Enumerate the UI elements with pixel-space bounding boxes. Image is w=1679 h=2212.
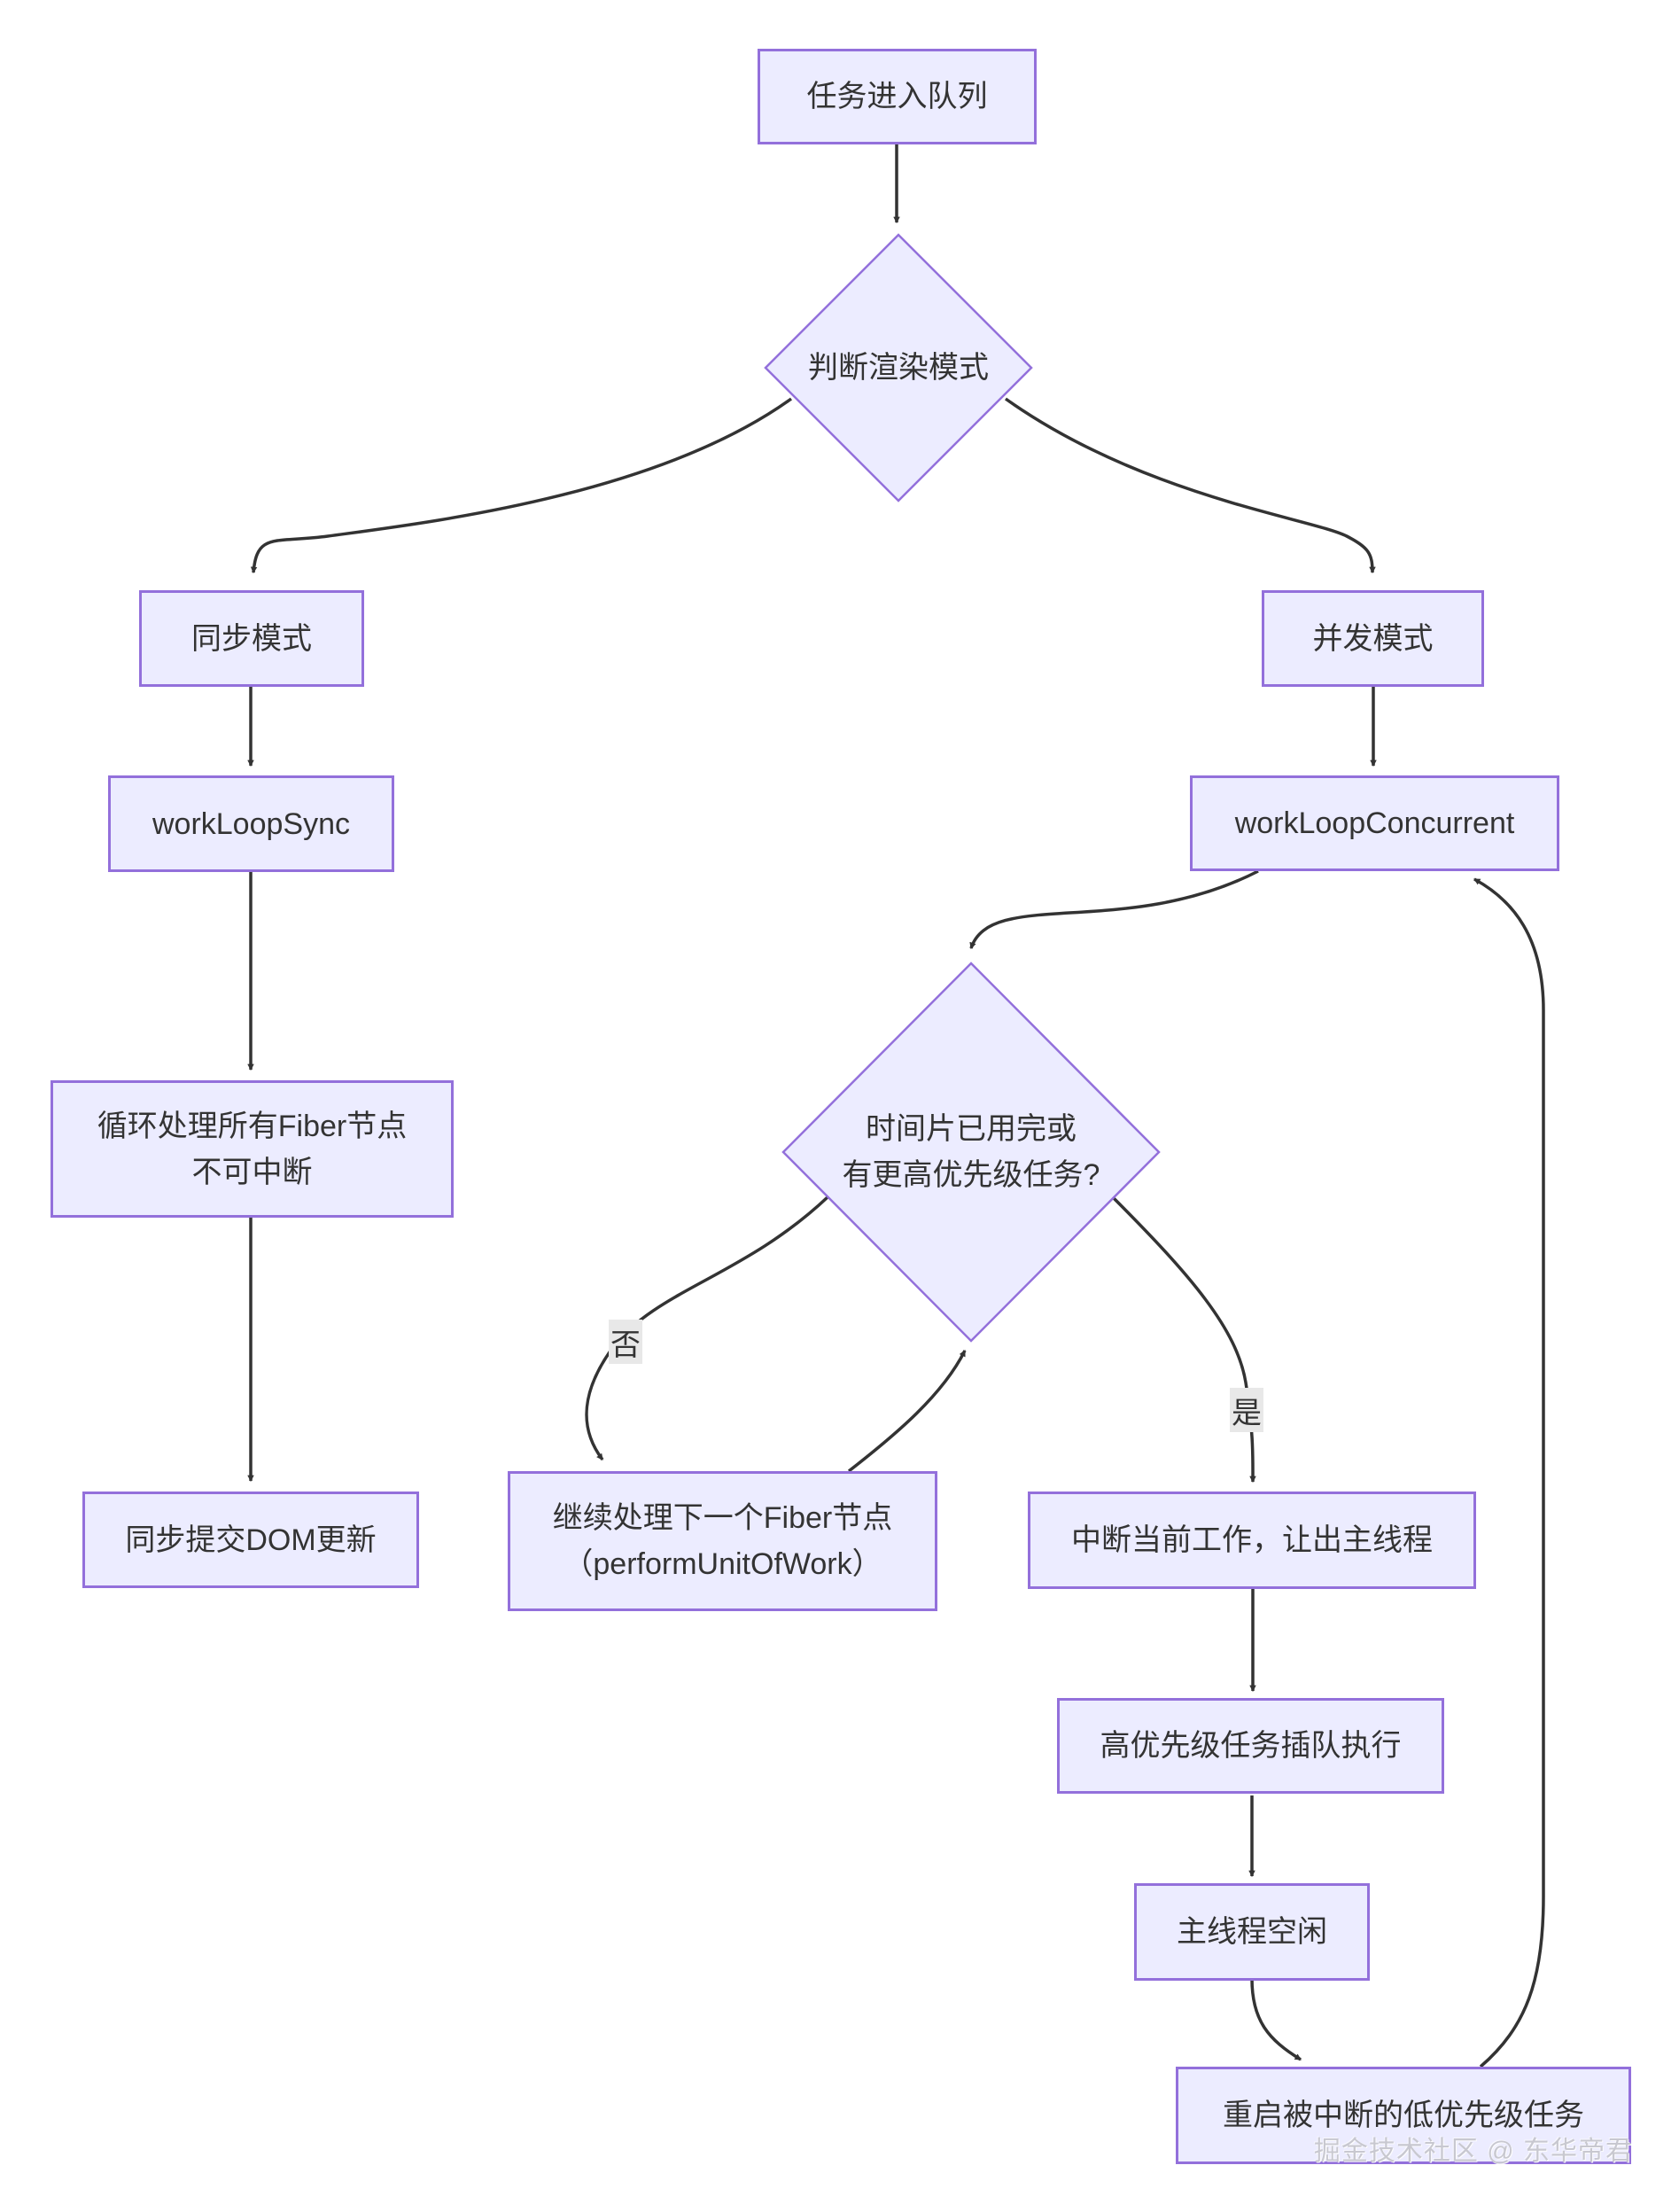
node-process-next-fiber: 继续处理下一个Fiber节点 （performUnitOfWork） (508, 1471, 937, 1611)
node-loop-all-fiber-line1: 循环处理所有Fiber节点 (97, 1109, 408, 1143)
node-restart-low-priority-label: 重启被中断的低优先级任务 (1223, 2099, 1584, 2132)
node-high-priority-run-label: 高优先级任务插队执行 (1100, 1729, 1402, 1763)
node-sync-mode: 同步模式 (139, 590, 364, 687)
node-loop-all-fiber: 循环处理所有Fiber节点 不可中断 (51, 1080, 454, 1218)
decision-diamond-shape (781, 962, 1161, 1343)
node-task-enqueue: 任务进入队列 (758, 49, 1037, 144)
edge-restart-to-workloopconcurrent (1473, 877, 1545, 2068)
node-judge-render-mode-label: 判断渲染模式 (808, 351, 989, 385)
node-judge-render-mode: 判断渲染模式 (763, 232, 1034, 503)
edge-timeslice-yes-to-interrupt (1110, 1195, 1256, 1484)
watermark-text: 掘金技术社区 @ 东华帝君 (1313, 2137, 1633, 2166)
node-interrupt-yield-label: 中断当前工作，让出主线程 (1071, 1523, 1433, 1557)
node-concurrent-mode-label: 并发模式 (1312, 621, 1434, 656)
node-restart-low-priority: 重启被中断的低优先级任务 (1176, 2067, 1631, 2164)
node-main-thread-idle-label: 主线程空闲 (1177, 1915, 1327, 1949)
edge-label-yes: 是 (1230, 1388, 1263, 1432)
node-interrupt-yield: 中断当前工作，让出主线程 (1028, 1492, 1476, 1589)
node-timeslice-check: 时间片已用完或 有更高优先级任务? (781, 961, 1162, 1344)
edge-label-no: 否 (609, 1320, 642, 1364)
edge-judge-to-concurrent (1004, 397, 1376, 574)
node-sync-mode-label: 同步模式 (191, 621, 312, 656)
node-main-thread-idle: 主线程空闲 (1134, 1883, 1370, 1981)
node-concurrent-mode: 并发模式 (1262, 590, 1484, 687)
node-sync-commit-dom-label: 同步提交DOM更新 (125, 1523, 377, 1557)
node-loop-all-fiber-line2: 不可中断 (191, 1155, 313, 1189)
node-process-next-fiber-line2: （performUnitOfWork） (563, 1547, 882, 1581)
edge-mainidle-to-restart (1250, 1978, 1302, 2061)
node-task-enqueue-label: 任务进入队列 (806, 80, 988, 113)
node-process-next-fiber-line1: 继续处理下一个Fiber节点 (552, 1501, 893, 1535)
node-timeslice-check-label: 时间片已用完或 有更高优先级任务? (843, 1106, 1100, 1198)
edge-workloopconcurrent-to-timeslice (969, 869, 1259, 950)
node-work-loop-concurrent: workLoopConcurrent (1190, 775, 1559, 871)
decision-diamond-shape (764, 233, 1033, 502)
node-high-priority-run: 高优先级任务插队执行 (1057, 1698, 1444, 1794)
node-work-loop-concurrent-label: workLoopConcurrent (1234, 806, 1515, 840)
edge-processnext-loop-to-timeslice (847, 1349, 967, 1473)
edge-judge-to-sync (250, 397, 793, 574)
node-work-loop-sync-label: workLoopSync (152, 806, 350, 841)
node-work-loop-sync: workLoopSync (108, 775, 394, 872)
node-timeslice-check-line2: 有更高优先级任务? (842, 1158, 1100, 1192)
node-sync-commit-dom: 同步提交DOM更新 (82, 1492, 419, 1588)
node-timeslice-check-line1: 时间片已用完或 (865, 1112, 1077, 1146)
